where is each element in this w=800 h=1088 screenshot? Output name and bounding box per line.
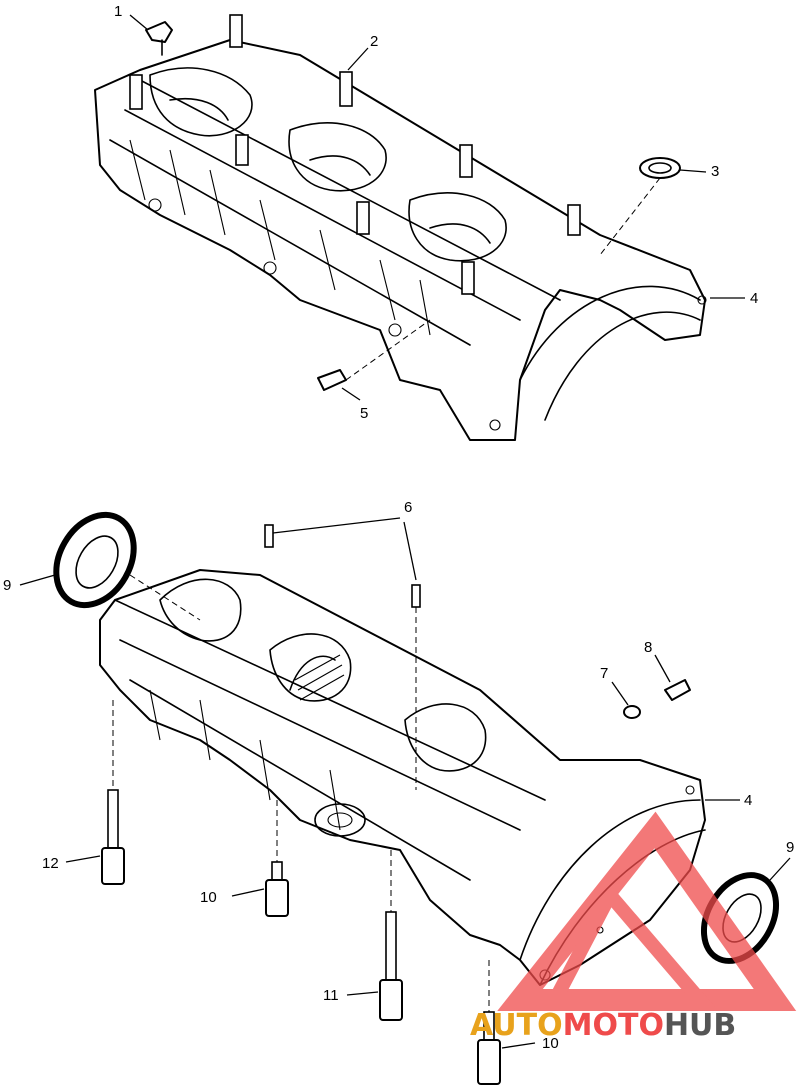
screw-part-8 bbox=[664, 679, 691, 701]
stud bbox=[339, 71, 353, 107]
watermark-text: AUTOMOTOHUB bbox=[470, 1008, 736, 1043]
bolt-part-11 bbox=[379, 911, 403, 1021]
callout-7: 7 bbox=[600, 665, 608, 682]
stud bbox=[129, 74, 143, 110]
pin-part-5 bbox=[317, 369, 347, 391]
watermark-text-moto: MOTO bbox=[563, 1008, 664, 1043]
callout-10-upper: 10 bbox=[200, 889, 217, 906]
callout-3: 3 bbox=[711, 163, 719, 180]
bolt-part-10-upper bbox=[265, 861, 289, 917]
callout-9-left: 9 bbox=[3, 577, 11, 594]
upper-crankcase bbox=[94, 14, 707, 441]
callout-5: 5 bbox=[360, 405, 368, 422]
callout-10-lower: 10 bbox=[542, 1035, 559, 1052]
stud bbox=[229, 14, 243, 48]
alignment-lines bbox=[112, 177, 661, 1012]
callout-11: 11 bbox=[323, 987, 339, 1004]
stud bbox=[356, 201, 370, 235]
washer-part-7 bbox=[623, 705, 641, 719]
fitting-part-1 bbox=[145, 21, 173, 56]
watermark-text-auto: AUTO bbox=[470, 1008, 563, 1043]
plug-part-3 bbox=[639, 157, 681, 179]
bolt-part-12 bbox=[101, 789, 125, 885]
watermark-triangle-logo bbox=[497, 811, 797, 1011]
lower-crankcase bbox=[99, 569, 706, 986]
stud bbox=[235, 134, 249, 166]
callout-9-right: 9 bbox=[786, 839, 794, 856]
callout-8: 8 bbox=[644, 639, 652, 656]
callout-4-upper: 4 bbox=[750, 290, 758, 307]
stud bbox=[461, 261, 475, 295]
seal-part-9-left bbox=[53, 511, 137, 609]
watermark-text-hub: HUB bbox=[664, 1008, 736, 1043]
callout-labels: 1 2 3 4 5 6 7 8 4 9 9 10 10 11 12 bbox=[3, 3, 794, 1052]
stud bbox=[567, 204, 581, 236]
stud bbox=[459, 144, 473, 178]
leader-lines bbox=[19, 14, 791, 1049]
callout-4-lower: 4 bbox=[744, 792, 752, 809]
callout-12: 12 bbox=[42, 855, 59, 872]
callout-1: 1 bbox=[114, 3, 122, 20]
callout-6: 6 bbox=[404, 499, 412, 516]
automotohub-watermark: AUTOMOTOHUB bbox=[470, 811, 797, 1043]
callout-2: 2 bbox=[370, 33, 378, 50]
